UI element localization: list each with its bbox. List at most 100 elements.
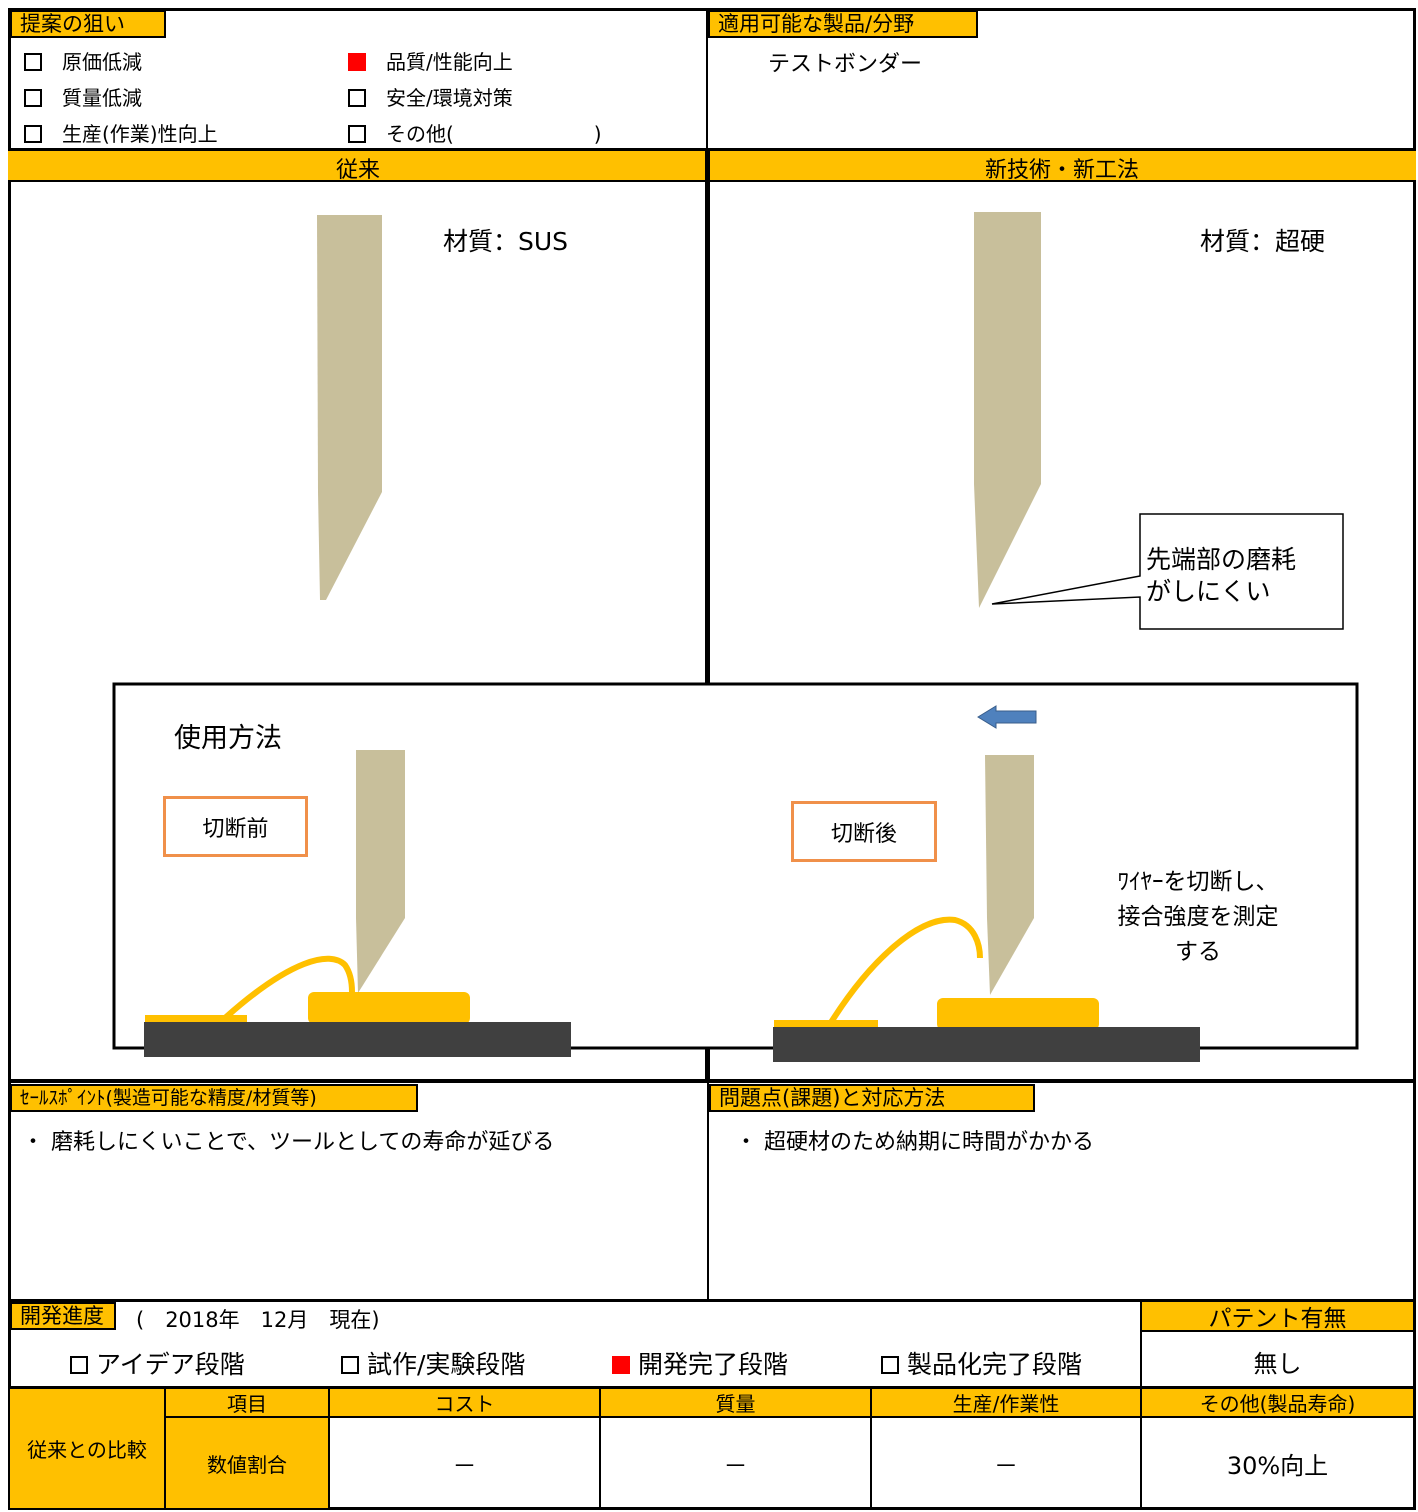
aim-item-weight[interactable]: 質量低減 [24, 82, 142, 111]
checkbox-icon [24, 125, 42, 143]
stage-label: アイデア段階 [96, 1350, 245, 1379]
applicable-value: テストボンダー [768, 52, 923, 77]
arrow-left-icon [977, 705, 1037, 729]
patent-header-label: パテント有無 [1208, 1306, 1347, 1332]
callout-text-1: 先端部の磨耗 [1146, 545, 1297, 574]
stage-idea[interactable]: アイデア段階 [70, 1345, 245, 1381]
item-header: 項目 [166, 1389, 330, 1418]
selling-point-text: ・ 磨耗しにくいことで、ツールとしての寿命が延びる [22, 1130, 555, 1155]
before-wire-pad [145, 1015, 247, 1022]
callout-text-2: がしにくい [1146, 577, 1271, 606]
usage-note-2: 接合強度を測定 [1117, 904, 1279, 930]
stage-label: 開発完了段階 [638, 1350, 789, 1379]
patent-value: 無し [1253, 1350, 1302, 1378]
col-header-text: コスト [434, 1392, 495, 1416]
checkbox-icon [341, 1356, 359, 1374]
value-weight: － [601, 1418, 872, 1508]
value-text: － [994, 1451, 1018, 1480]
patent-cell [1140, 1302, 1416, 1388]
col-header-text: 生産/作業性 [952, 1392, 1060, 1416]
selling-issues-divider [707, 1083, 709, 1302]
conventional-header [8, 148, 708, 182]
ratio-label-text: 数値割合 [207, 1452, 287, 1477]
aim-item-productivity[interactable]: 生産(作業)性向上 [24, 118, 218, 147]
aim-item-label: 質量低減 [62, 86, 142, 110]
usage-note-1: ﾜｲﾔｰを切断し、 [1117, 869, 1279, 895]
value-other: 30%向上 [1142, 1418, 1413, 1508]
checkbox-icon [612, 1356, 630, 1374]
aim-item-safety[interactable]: 安全/環境対策 [348, 82, 513, 111]
selling-point-tag: ｾｰﾙｽﾎﾟｲﾝﾄ(製造可能な精度/材質等) [10, 1084, 418, 1112]
before-tool [356, 750, 405, 993]
stage-label: 試作/実験段階 [367, 1350, 526, 1379]
conventional-material: 材質：SUS [443, 227, 569, 256]
section-divider-comparison [8, 1386, 1416, 1389]
stage-product-complete[interactable]: 製品化完了段階 [881, 1345, 1082, 1381]
aim-item-label: 原価低減 [62, 50, 142, 74]
aim-item-other[interactable]: その他( ) [348, 118, 602, 147]
progress-tag: 開発進度 [10, 1302, 116, 1330]
conventional-header-label: 従来 [335, 158, 380, 183]
ratio-label: 数値割合 [166, 1418, 330, 1508]
aim-tag: 提案の狙い [10, 10, 166, 38]
newtech-header [708, 148, 1416, 182]
checkbox-icon [24, 53, 42, 71]
newtech-tool [974, 212, 1041, 608]
middle-divider [705, 148, 710, 1083]
value-text: － [723, 1451, 748, 1480]
stage-label: 製品化完了段階 [907, 1350, 1083, 1379]
before-label: 切断前 [202, 816, 269, 842]
value-text: 30%向上 [1226, 1451, 1329, 1480]
after-label: 切断後 [830, 821, 897, 847]
outer-frame-top [8, 8, 1416, 11]
aim-item-label: 生産(作業)性向上 [62, 122, 218, 146]
after-label-box: 切断後 [791, 801, 937, 862]
value-text: － [452, 1451, 477, 1480]
before-base [144, 1022, 571, 1057]
stage-development-complete[interactable]: 開発完了段階 [612, 1345, 788, 1381]
value-cost: － [330, 1418, 601, 1508]
before-label-box: 切断前 [163, 796, 308, 857]
value-productivity: － [872, 1418, 1142, 1508]
col-header-text: その他(製品寿命) [1199, 1392, 1356, 1416]
newtech-header-label: 新技術・新工法 [984, 158, 1139, 183]
outer-frame-right [1413, 8, 1416, 1510]
issues-text: ・ 超硬材のため納期に時間がかかる [735, 1130, 1094, 1155]
col-header-weight: 質量 [601, 1389, 872, 1418]
aim-item-label: その他( ) [386, 122, 602, 146]
aim-item-cost[interactable]: 原価低減 [24, 46, 142, 75]
top-divider [706, 8, 708, 148]
stage-prototype[interactable]: 試作/実験段階 [341, 1345, 525, 1381]
col-header-text: 質量 [715, 1392, 756, 1416]
col-header-productivity: 生産/作業性 [872, 1389, 1142, 1418]
item-header-text: 項目 [227, 1392, 267, 1416]
after-tool [985, 755, 1034, 995]
checkbox-icon [348, 53, 366, 71]
checkbox-icon [348, 89, 366, 107]
checkbox-icon [24, 89, 42, 107]
comparison-row-label: 従来との比較 [10, 1389, 166, 1508]
checkbox-icon [881, 1356, 899, 1374]
comparison-row-label-text: 従来との比較 [27, 1438, 147, 1462]
patent-header: パテント有無 [1142, 1302, 1413, 1332]
aim-item-quality[interactable]: 品質/性能向上 [348, 46, 513, 75]
usage-frame [112, 682, 1359, 1050]
conventional-tool [317, 215, 382, 600]
after-base [773, 1027, 1200, 1062]
callout-box [991, 513, 1344, 630]
outer-frame-bottom [8, 1507, 1416, 1510]
before-chip [308, 992, 470, 1024]
aim-item-label: 安全/環境対策 [386, 86, 513, 110]
checkbox-icon [348, 125, 366, 143]
issues-tag: 問題点(課題)と対応方法 [709, 1084, 1035, 1112]
before-wire [223, 955, 355, 1021]
aim-item-label: 品質/性能向上 [386, 50, 513, 74]
usage-note-3: する [1175, 939, 1221, 965]
usage-title: 使用方法 [174, 723, 282, 754]
newtech-material: 材質：超硬 [1200, 227, 1326, 256]
after-chip [937, 998, 1099, 1030]
outer-frame-left [8, 8, 11, 1510]
applicable-tag: 適用可能な製品/分野 [708, 10, 978, 38]
after-wire-pad [774, 1020, 878, 1027]
checkbox-icon [70, 1356, 88, 1374]
